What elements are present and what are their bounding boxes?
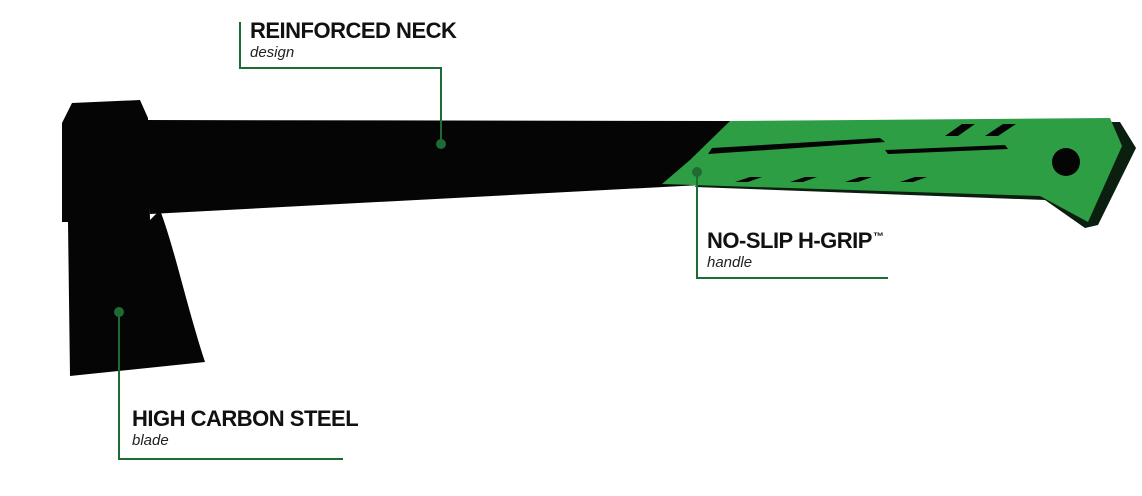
blade-callout-title: HIGH CARBON STEEL: [132, 408, 358, 430]
neck-callout-label: REINFORCED NECK design: [250, 20, 456, 60]
neck-callout-title: REINFORCED NECK: [250, 20, 456, 42]
lanyard-hole: [1052, 148, 1080, 176]
blade-callout-subtitle: blade: [132, 433, 358, 448]
grip-callout-label: NO-SLIP H-GRIP™ handle: [707, 230, 883, 270]
no-slip-grip: [662, 118, 1122, 222]
blade-callout-label: HIGH CARBON STEEL blade: [132, 408, 358, 448]
grip-callout-subtitle: handle: [707, 255, 883, 270]
trademark-symbol: ™: [873, 231, 884, 243]
neck-callout-subtitle: design: [250, 45, 456, 60]
grip-callout-title: NO-SLIP H-GRIP™: [707, 230, 883, 252]
axe-neck: [142, 120, 730, 214]
grip-callout-title-text: NO-SLIP H-GRIP: [707, 228, 872, 253]
